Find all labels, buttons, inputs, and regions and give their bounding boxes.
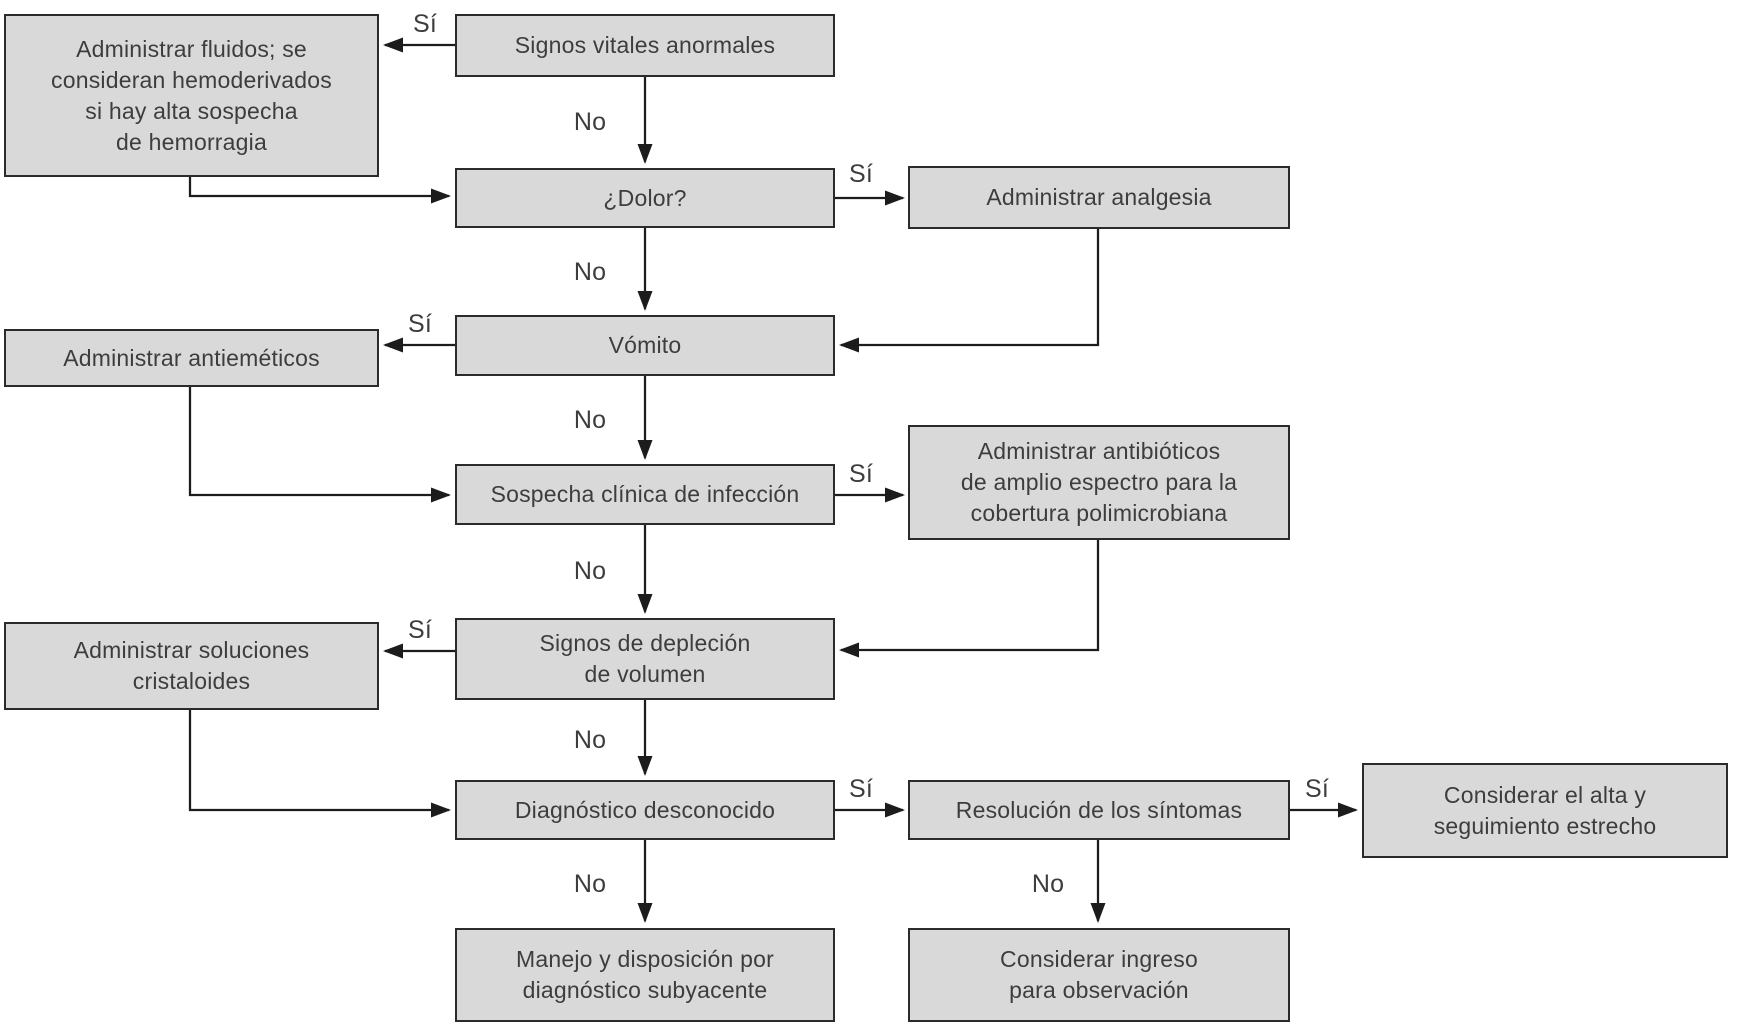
node-diagnostico-desconocido: Diagnóstico desconocido (455, 780, 835, 840)
node-administrar-fluidos: Administrar fluidos; se consideran hemod… (4, 14, 379, 177)
edge-label-no-resolucion-ingreso: No (1031, 870, 1065, 898)
edge-label-si-signos-fluidos: Sí (412, 10, 438, 38)
edge-label-no-deplecion-diagnostico: No (573, 726, 607, 754)
edge-label-si-deplecion-soluciones: Sí (407, 616, 433, 644)
edge-label-si-sospecha-antibioticos: Sí (848, 460, 874, 488)
node-dolor: ¿Dolor? (455, 168, 835, 228)
edge-label-no-dolor-vomito: No (573, 258, 607, 286)
node-administrar-analgesia: Administrar analgesia (908, 166, 1290, 229)
connector-analgesia-to-vomito (839, 229, 1100, 353)
node-sospecha-clinica-infeccion: Sospecha clínica de infección (455, 464, 835, 525)
node-administrar-antiemeticos: Administrar antieméticos (4, 329, 379, 387)
connector-antiemeticos-to-sospecha (188, 387, 451, 503)
edge-label-si-dolor-analgesia: Sí (848, 160, 874, 188)
edge-label-no-diagnostico-manejo: No (573, 870, 607, 898)
node-considerar-alta: Considerar el alta y seguimiento estrech… (1362, 763, 1728, 858)
edge-label-si-diagnostico-resolucion: Sí (848, 775, 874, 803)
node-considerar-ingreso: Considerar ingreso para observación (908, 928, 1290, 1022)
edge-label-si-vomito-antiemeticos: Sí (407, 310, 433, 338)
edge-label-no-signos-dolor: No (573, 108, 607, 136)
node-signos-deplecion-volumen: Signos de depleción de volumen (455, 618, 835, 700)
edge-label-no-sospecha-deplecion: No (573, 557, 607, 585)
node-administrar-soluciones-cristaloides: Administrar soluciones cristaloides (4, 622, 379, 710)
connector-antibioticos-to-deplecion (839, 540, 1100, 658)
node-manejo-disposicion: Manejo y disposición por diagnóstico sub… (455, 928, 835, 1022)
edge-label-no-vomito-sospecha: No (573, 406, 607, 434)
node-vomito: Vómito (455, 315, 835, 376)
node-signos-vitales-anormales: Signos vitales anormales (455, 14, 835, 77)
node-administrar-antibioticos: Administrar antibióticos de amplio espec… (908, 425, 1290, 540)
connector-fluidos-to-dolor (188, 177, 451, 204)
connector-soluciones-to-diagnostico (188, 710, 451, 818)
node-resolucion-sintomas: Resolución de los síntomas (908, 780, 1290, 840)
edge-label-si-resolucion-alta: Sí (1304, 775, 1330, 803)
